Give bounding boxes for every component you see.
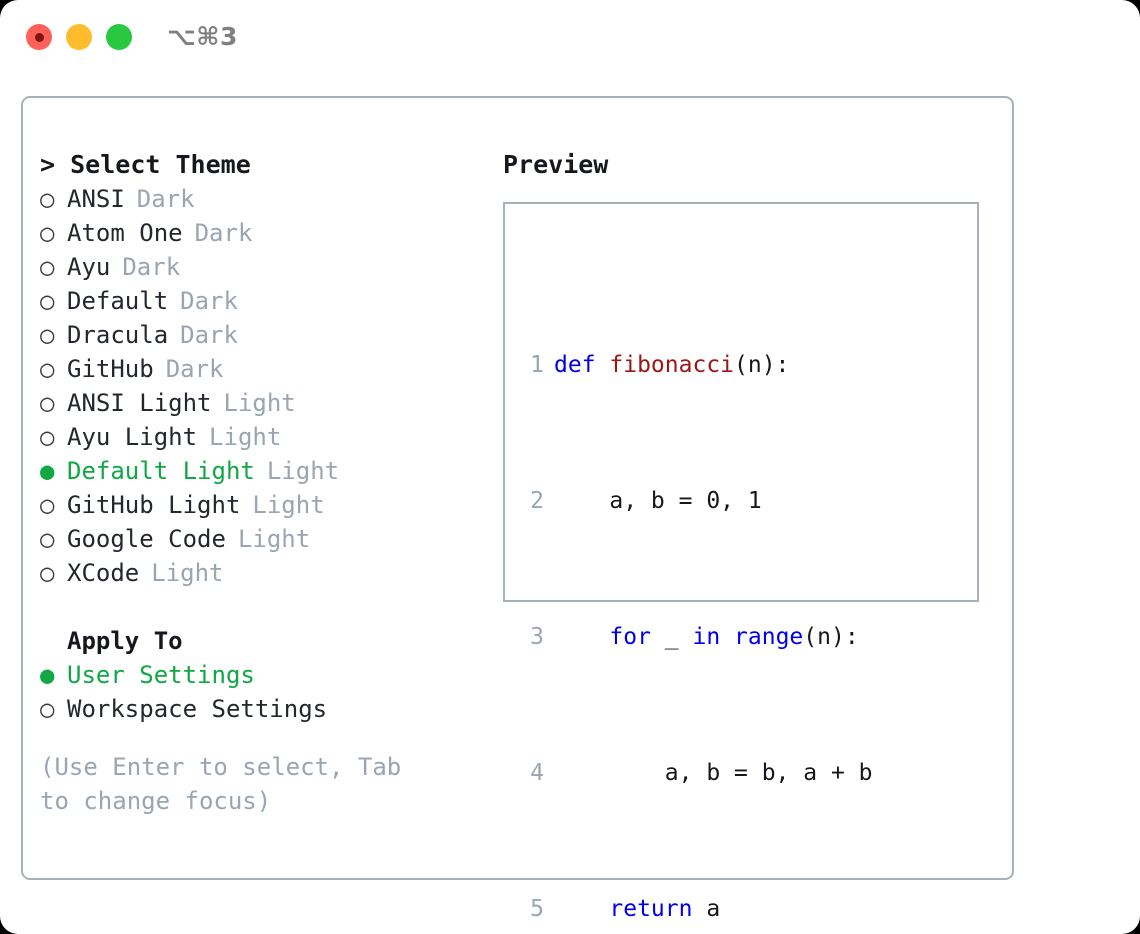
list-spacer xyxy=(40,590,480,624)
theme-option-dracula[interactable]: ○ Dracula Dark xyxy=(40,318,480,352)
theme-option-atom-one[interactable]: ○ Atom One Dark xyxy=(40,216,480,250)
theme-option-label: ANSI xyxy=(67,185,125,213)
radio-unselected-icon: ○ xyxy=(40,321,55,349)
code-token: a, b = 0, 1 xyxy=(554,488,762,514)
theme-option-ayu[interactable]: ○ Ayu Dark xyxy=(40,250,480,284)
code-token xyxy=(554,896,609,922)
theme-option-ayu-light[interactable]: ○ Ayu Light Light xyxy=(40,420,480,454)
theme-option-label: Dracula xyxy=(67,321,169,349)
keyboard-hint-text: (Use Enter to select, Tab to change focu… xyxy=(40,753,416,815)
theme-option-category: Light xyxy=(237,525,311,553)
maximize-button-icon[interactable] xyxy=(106,24,132,50)
theme-option-category: Light xyxy=(252,491,325,519)
code-line: 4 a, b = b, a + b xyxy=(522,756,900,790)
code-token: for xyxy=(609,624,651,650)
apply-to-list: ● User Settings ○ Workspace Settings xyxy=(40,658,480,726)
radio-unselected-icon: ○ xyxy=(40,185,55,213)
theme-option-category: Dark xyxy=(136,185,195,213)
theme-option-label: Default xyxy=(67,287,169,315)
window-controls xyxy=(26,24,132,50)
code-token: return xyxy=(609,896,693,922)
prompt-caret-icon: > xyxy=(40,150,56,179)
apply-to-option-user-settings[interactable]: ● User Settings xyxy=(40,658,480,692)
code-token: in xyxy=(692,624,721,650)
preview-header: Preview xyxy=(503,150,609,179)
theme-option-label: GitHub Light xyxy=(67,491,241,519)
apply-to-option-workspace-settings[interactable]: ○ Workspace Settings xyxy=(40,692,480,726)
code-token: a, b = b, a + b xyxy=(554,760,873,786)
theme-option-category: Light xyxy=(209,423,282,451)
theme-option-label: Ayu Light xyxy=(67,423,198,451)
theme-option-category: Dark xyxy=(180,287,238,315)
apply-to-header: Apply To xyxy=(67,627,183,655)
radio-unselected-icon: ○ xyxy=(40,355,55,383)
theme-option-default[interactable]: ○ Default Dark xyxy=(40,284,480,318)
theme-option-label: Default Light xyxy=(67,457,255,485)
code-token: a xyxy=(692,896,721,922)
apply-to-option-label: Workspace Settings xyxy=(67,695,328,723)
radio-selected-icon: ● xyxy=(40,457,55,485)
theme-option-category: Light xyxy=(223,389,296,417)
theme-option-google-code[interactable]: ○ Google Code Light xyxy=(40,522,480,556)
code-token xyxy=(720,624,734,650)
theme-option-default-light[interactable]: ● Default Light Light xyxy=(40,454,480,488)
line-number: 4 xyxy=(530,760,544,786)
code-line: 3 for _ in range(n): xyxy=(522,620,900,654)
theme-option-github-light[interactable]: ○ GitHub Light Light xyxy=(40,488,480,522)
radio-selected-icon: ● xyxy=(40,661,55,689)
line-number: 5 xyxy=(530,896,544,922)
keyboard-shortcut-label: ⌥⌘3 xyxy=(167,22,238,51)
code-token: (n): xyxy=(734,352,790,378)
radio-unselected-icon: ○ xyxy=(40,491,55,519)
theme-option-category: Dark xyxy=(180,321,238,349)
theme-option-label: Ayu xyxy=(67,253,111,281)
theme-option-label: XCode xyxy=(67,559,140,587)
code-token: range xyxy=(734,624,804,650)
theme-option-ansi-light[interactable]: ○ ANSI Light Light xyxy=(40,386,480,420)
code-line: 1 def fibonacci(n): xyxy=(522,348,900,382)
code-token: def xyxy=(554,352,610,378)
radio-unselected-icon: ○ xyxy=(40,695,55,723)
radio-unselected-icon: ○ xyxy=(40,525,55,553)
code-token: _ xyxy=(650,624,693,650)
theme-option-category: Dark xyxy=(165,355,224,383)
theme-option-ansi[interactable]: ○ ANSI Dark xyxy=(40,182,480,216)
code-line: 2 a, b = 0, 1 xyxy=(522,484,900,518)
theme-option-category: Light xyxy=(266,457,340,485)
code-token: (n): xyxy=(803,624,859,650)
theme-option-label: Google Code xyxy=(67,525,226,553)
select-theme-header: > Select Theme xyxy=(40,148,480,182)
title-bar: ⌥⌘3 xyxy=(0,0,1140,76)
radio-unselected-icon: ○ xyxy=(40,287,55,315)
code-token: fibonacci xyxy=(609,352,735,378)
code-token xyxy=(554,624,609,650)
theme-option-category: Light xyxy=(151,559,224,587)
line-number: 2 xyxy=(530,488,544,514)
line-number: 1 xyxy=(530,352,544,378)
theme-option-category: Dark xyxy=(194,219,253,247)
theme-option-github[interactable]: ○ GitHub Dark xyxy=(40,352,480,386)
theme-option-xcode[interactable]: ○ XCode Light xyxy=(40,556,480,590)
theme-option-label: GitHub xyxy=(67,355,154,383)
code-line: 5 return a xyxy=(522,892,900,926)
theme-option-label: ANSI Light xyxy=(67,389,212,417)
radio-unselected-icon: ○ xyxy=(40,219,55,247)
line-number: 3 xyxy=(530,624,544,650)
apply-to-option-label: User Settings xyxy=(67,661,255,689)
theme-option-category: Dark xyxy=(122,253,181,281)
radio-unselected-icon: ○ xyxy=(40,559,55,587)
radio-unselected-icon: ○ xyxy=(40,253,55,281)
theme-option-label: Atom One xyxy=(67,219,183,247)
radio-unselected-icon: ○ xyxy=(40,389,55,417)
select-theme-title: Select Theme xyxy=(70,150,251,179)
close-button-icon[interactable] xyxy=(26,24,52,50)
minimize-button-icon[interactable] xyxy=(66,24,92,50)
radio-unselected-icon: ○ xyxy=(40,423,55,451)
